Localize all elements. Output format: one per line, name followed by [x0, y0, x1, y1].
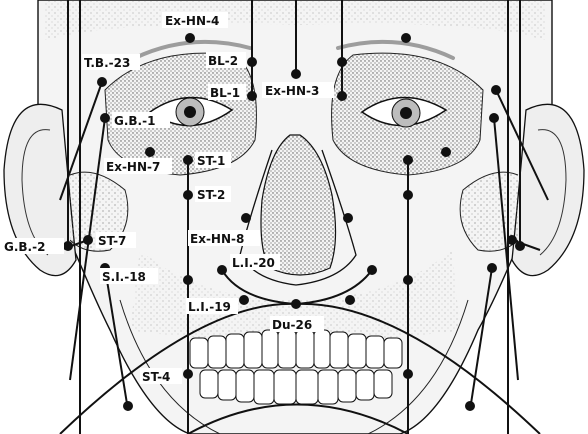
point-st-7-left	[83, 235, 93, 245]
point-bl-2-left	[247, 57, 257, 67]
label-tb-23: T.B.-23	[84, 56, 130, 70]
upper-teeth	[190, 330, 402, 368]
label-st-1: ST-1	[197, 154, 225, 168]
label-li-20: L.I.-20	[232, 256, 275, 270]
point-st-4-right	[403, 369, 413, 379]
point-li-20-left	[217, 265, 227, 275]
label-ex-hn-8: Ex-HN-8	[190, 232, 244, 246]
left-pupil	[184, 106, 196, 118]
point-st-6-right	[465, 401, 475, 411]
point-si-18-right	[487, 263, 497, 273]
point-gb-2-left	[63, 241, 73, 251]
point-st-2-right	[403, 190, 413, 200]
point-st-3-left	[183, 275, 193, 285]
label-si-18: S.I.-18	[102, 270, 146, 284]
point-ex-hn-3	[291, 69, 301, 79]
label-st-7: ST-7	[98, 234, 126, 248]
point-st-1-left	[183, 155, 193, 165]
point-ex-hn-4-left	[185, 33, 195, 43]
point-gb-1-right	[489, 113, 499, 123]
point-bl-1-right	[337, 91, 347, 101]
label-st-2: ST-2	[197, 188, 225, 202]
label-st-4: ST-4	[142, 370, 170, 384]
point-ex-hn-7-right	[441, 147, 451, 157]
point-li-20-right	[367, 265, 377, 275]
point-ex-hn-7-left	[145, 147, 155, 157]
label-bl-2: BL-2	[208, 54, 238, 68]
point-li-19-left	[239, 295, 249, 305]
label-ex-hn-3: Ex-HN-3	[265, 84, 319, 98]
point-st-6-left	[123, 401, 133, 411]
label-bl-1: BL-1	[210, 86, 240, 100]
label-li-19: L.I.-19	[188, 300, 231, 314]
label-du-26: Du-26	[272, 318, 312, 332]
point-st-4-left	[183, 369, 193, 379]
label-gb-2: G.B.-2	[4, 240, 45, 254]
point-du-26	[291, 299, 301, 309]
point-gb-1-left	[100, 113, 110, 123]
point-ex-hn-4-right	[401, 33, 411, 43]
lower-teeth	[200, 370, 392, 404]
point-ex-hn-8-right	[343, 213, 353, 223]
point-st-7-right	[507, 235, 517, 245]
point-ex-hn-8-left	[241, 213, 251, 223]
label-gb-1: G.B.-1	[114, 114, 155, 128]
point-st-1-right	[403, 155, 413, 165]
point-tb-23-left	[97, 77, 107, 87]
point-tb-23-right	[491, 85, 501, 95]
label-ex-hn-4: Ex-HN-4	[165, 14, 219, 28]
point-st-3-right	[403, 275, 413, 285]
point-st-2-left	[183, 190, 193, 200]
point-gb-2-right	[515, 241, 525, 251]
point-bl-2-right	[337, 57, 347, 67]
point-li-19-right	[345, 295, 355, 305]
right-pupil	[400, 107, 412, 119]
label-ex-hn-7: Ex-HN-7	[106, 160, 160, 174]
point-bl-1-left	[247, 91, 257, 101]
